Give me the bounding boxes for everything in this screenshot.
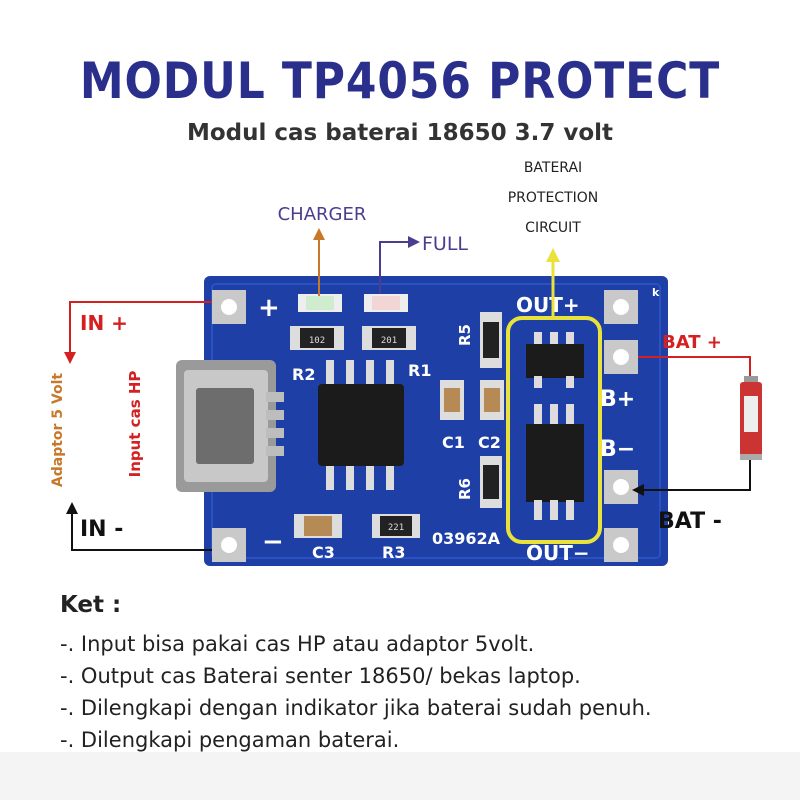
note-line: -. Dilengkapi dengan indikator jika bate… (60, 696, 652, 720)
label-c1: C1 (442, 433, 465, 452)
callout-in-plus: IN + (80, 311, 128, 335)
in-plus-arrow (69, 301, 212, 358)
callout-protection-1: BATERAI (524, 160, 582, 176)
label-k: k (652, 286, 660, 299)
page-title: MODUL TP4056 PROTECT (79, 52, 721, 110)
callout-charger: CHARGER (278, 204, 367, 225)
callout-bat-minus: BAT - (658, 509, 722, 534)
note-line: -. Input bisa pakai cas HP atau adaptor … (60, 632, 535, 656)
label-b-plus: B+ (600, 387, 635, 412)
notes-header: Ket : (60, 592, 122, 618)
label-b-minus: B− (600, 437, 635, 462)
chip-r2-code: 102 (309, 336, 325, 346)
micro-usb-connector (176, 360, 284, 492)
label-r5: R5 (456, 324, 474, 346)
led-charger (298, 294, 342, 312)
battery-icon (740, 376, 762, 460)
protection-ic-top (526, 332, 584, 388)
bat-plus-arrow (638, 356, 751, 376)
resistor-r5 (480, 312, 502, 368)
callout-adaptor: Adaptor 5 Volt (50, 373, 66, 488)
callout-bat-plus: BAT + (662, 332, 722, 353)
callout-in-minus: IN - (80, 517, 123, 542)
label-c2: C2 (478, 433, 501, 452)
resistor-r3-chip: 221 (372, 514, 420, 538)
notes-section: Ket : -. Input bisa pakai cas HP atau ad… (60, 592, 780, 756)
resistor-r6 (480, 456, 502, 508)
label-plus: + (258, 293, 280, 323)
chip-r1-code: 201 (381, 336, 397, 346)
label-c3: C3 (312, 543, 335, 562)
capacitor-c3 (294, 514, 342, 538)
label-r2: R2 (292, 365, 315, 384)
note-line: -. Dilengkapi pengaman baterai. (60, 728, 400, 752)
resistor-r2-chip: 102 (290, 326, 344, 350)
callout-full: FULL (422, 233, 468, 255)
label-r3: R3 (382, 543, 405, 562)
page-subtitle: Modul cas baterai 18650 3.7 volt (186, 120, 614, 146)
chip-r3-code: 221 (388, 523, 404, 533)
in-minus-arrow (71, 508, 212, 551)
note-line: -. Output cas Baterai senter 18650/ beka… (60, 664, 581, 688)
capacitor-c2 (480, 380, 504, 420)
label-r6: R6 (456, 478, 474, 500)
resistor-r1-chip: 201 (362, 326, 416, 350)
solder-pads (212, 290, 638, 562)
label-r1: R1 (408, 361, 431, 380)
label-out-minus: OUT− (526, 541, 590, 565)
callout-protection-2: PROTECTION (508, 190, 599, 206)
bottom-fade (0, 752, 800, 800)
bat-minus-arrow (638, 460, 751, 491)
led-full (364, 294, 408, 312)
label-out-plus: OUT+ (516, 293, 580, 317)
protection-ic-bottom (526, 404, 584, 520)
capacitor-c1 (440, 380, 464, 420)
tp4056-ic (318, 360, 404, 490)
label-code: 03962A (432, 529, 501, 548)
full-arrow (379, 241, 410, 294)
callout-protection-3: CIRCUIT (525, 220, 581, 236)
label-minus: − (262, 527, 284, 557)
callout-input-cas: Input cas HP (126, 371, 144, 478)
